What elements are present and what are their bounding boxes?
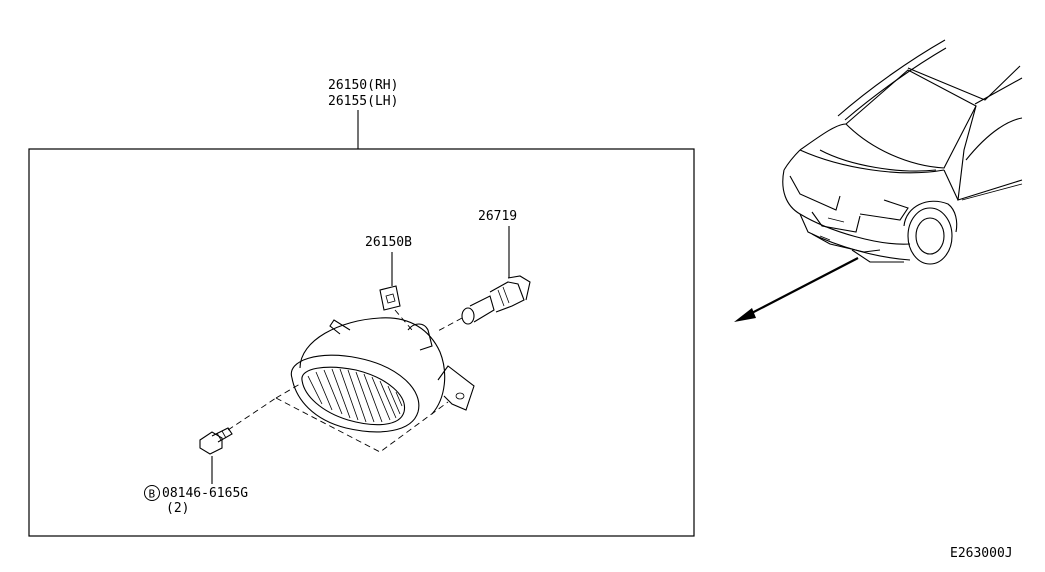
mounting-dashed-lines	[227, 383, 449, 453]
bolt-prefix-circle	[144, 485, 160, 501]
diagram-code: E263000J	[950, 546, 1013, 561]
assembly-label-lh[interactable]: 26155(LH)	[328, 94, 398, 109]
fog-lamp-assembly-drawing[interactable]	[290, 317, 475, 433]
bulb-drawing[interactable]	[461, 275, 531, 325]
bolt-drawing[interactable]	[199, 427, 233, 455]
bulb-label[interactable]: 26719	[478, 209, 517, 224]
bolt-prefix-letter: B	[149, 488, 156, 501]
bracket-clip-drawing[interactable]	[379, 285, 401, 311]
bolt-quantity: (2)	[166, 501, 189, 516]
bulb-dashed-line	[435, 317, 463, 333]
assembly-label-rh[interactable]: 26150(RH)	[328, 78, 398, 93]
vehicle-front-view-drawing[interactable]	[782, 39, 1023, 265]
assembly-frame	[28, 148, 695, 537]
location-arrow	[734, 257, 859, 322]
bracket-label[interactable]: 26150B	[365, 235, 412, 250]
bolt-part-number: 08146-6165G	[162, 486, 248, 501]
bolt-label-group[interactable]: B 08146-6165G (2)	[144, 485, 249, 517]
